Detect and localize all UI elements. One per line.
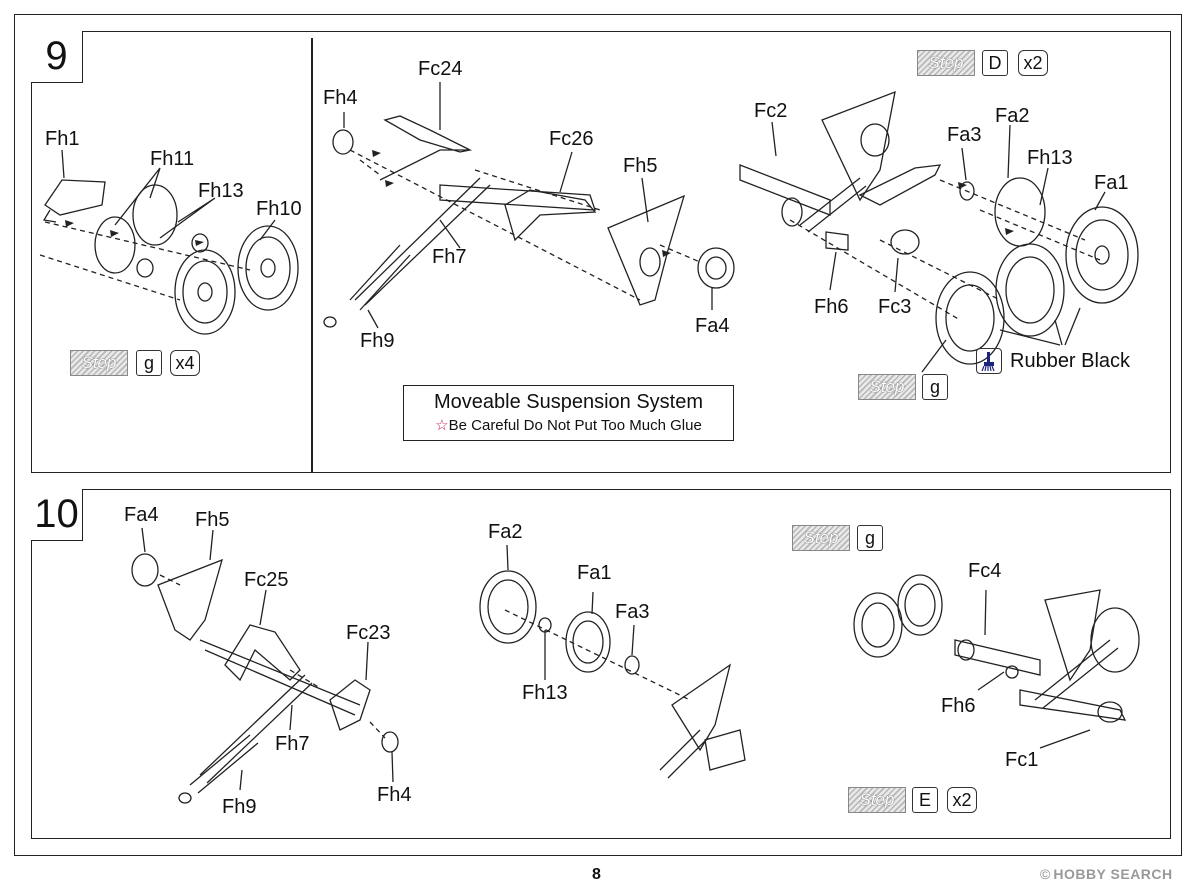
fa1-wheel-drawing	[565, 611, 611, 673]
fh7-rod-drawing	[199, 674, 313, 784]
label-fa3: Fa3	[947, 124, 982, 146]
label-fa1-10: Fa1	[577, 562, 612, 584]
label-fh10: Fh10	[256, 198, 302, 220]
step-9-right-top-step-mult: x2	[1018, 50, 1048, 76]
step-10-right-bottom-step-ref: E	[912, 787, 938, 813]
label-fh7-10: Fh7	[275, 733, 310, 755]
note-warning: Be Careful Do Not Put Too Much Glue	[448, 417, 702, 434]
label-fh13-right: Fh13	[1027, 147, 1073, 169]
wheel-drawing	[935, 271, 1005, 365]
fh1-bracket-drawing	[42, 179, 106, 223]
fh5-plate-drawing	[157, 558, 223, 641]
brush-icon-graphic	[981, 352, 995, 372]
step-9-number: 9	[31, 31, 83, 83]
fa2-disc-drawing	[479, 570, 537, 644]
label-fc24: Fc24	[418, 58, 463, 80]
paint-label: Rubber Black	[1010, 350, 1131, 372]
label-fh9: Fh9	[360, 330, 395, 352]
label-fa2-10: Fa2	[488, 521, 523, 543]
label-fh6-10: Fh6	[941, 695, 976, 717]
fc25-arm-drawing	[224, 624, 301, 682]
step-9-right-bottom-step-word: Step	[858, 374, 916, 400]
step-9-right-top-step-word: Step	[917, 50, 975, 76]
star-icon: ☆	[435, 417, 449, 434]
fa3-spacer-drawing	[624, 655, 640, 675]
fc26-arm-drawing	[504, 189, 597, 242]
step-10-right-top-step-ref: g	[857, 525, 883, 551]
copyright-icon: ©	[1040, 866, 1051, 882]
watermark-logo: © HOBBY SEARCH	[1040, 866, 1173, 882]
label-fc23: Fc23	[346, 622, 391, 644]
page-number: 8	[592, 866, 601, 883]
label-fh11: Fh11	[150, 148, 195, 170]
label-fc26: Fc26	[549, 128, 594, 150]
fh7-rod-drawing	[354, 177, 491, 306]
step-10-right-bottom-step-mult: x2	[947, 787, 977, 813]
label-fh9-10: Fh9	[222, 796, 257, 818]
fh10-wheel-drawing	[237, 225, 299, 311]
wheel-drawing	[995, 243, 1065, 337]
fc23-arm-drawing	[329, 679, 371, 731]
fh6-bracket-drawing	[1005, 665, 1019, 679]
wheel-drawing	[853, 592, 903, 658]
label-fh13-10: Fh13	[522, 682, 568, 704]
step-9-left-step-ref: g	[136, 350, 162, 376]
label-fc2: Fc2	[754, 100, 788, 122]
label-fc1: Fc1	[1005, 749, 1039, 771]
fc1-hub-drawing	[1097, 701, 1123, 723]
label-fh5: Fh5	[623, 155, 658, 177]
step-9-right-bottom-step-ref: g	[922, 374, 948, 400]
step-10-frame	[31, 489, 1171, 839]
label-fa2: Fa2	[995, 105, 1030, 127]
label-fh4-10: Fh4	[377, 784, 412, 806]
fh9-spring-drawing	[349, 244, 411, 311]
page-frame	[14, 14, 1182, 856]
fa4-roller-drawing	[131, 553, 159, 587]
step-9-left-step-word: Step	[70, 350, 128, 376]
label-fh13: Fh13	[198, 180, 244, 202]
fc3-hub-drawing	[890, 229, 920, 255]
step-10-number: 10	[31, 489, 83, 541]
note-title: Moveable Suspension System	[433, 391, 704, 413]
fh5-plate-drawing	[607, 194, 686, 306]
watermark-text: HOBBY SEARCH	[1053, 866, 1173, 882]
wheel-drawing	[897, 574, 943, 636]
step-9-right-top-step-ref: D	[982, 50, 1008, 76]
label-fa4: Fa4	[695, 315, 730, 337]
label-fh1: Fh1	[45, 128, 80, 150]
label-fh7: Fh7	[432, 246, 467, 268]
label-fa3-10: Fa3	[615, 601, 650, 623]
step-9-divider	[311, 38, 313, 472]
fa3-spacer-drawing	[959, 181, 975, 201]
wheel-drawing	[174, 249, 236, 335]
step-9-left-step-mult: x4	[170, 350, 200, 376]
step-10-right-bottom-step-word: Step	[848, 787, 906, 813]
note-warning-line: ☆Be Careful Do Not Put Too Much Glue	[404, 416, 733, 434]
label-fa4-10: Fa4	[124, 504, 159, 526]
bogie-drawing	[671, 663, 732, 752]
label-fh4: Fh4	[323, 87, 358, 109]
label-fc4: Fc4	[968, 560, 1002, 582]
label-fh5-10: Fh5	[195, 509, 230, 531]
fa4-roller-drawing	[697, 247, 735, 289]
label-fa1: Fa1	[1094, 172, 1129, 194]
step-10-right-top-step-word: Step	[792, 525, 850, 551]
fc4-arm-drawing	[954, 639, 1041, 676]
label-fc3: Fc3	[878, 296, 912, 318]
fh6-bracket-drawing	[825, 231, 849, 251]
label-fh6: Fh6	[814, 296, 849, 318]
fc24-arm-drawing	[379, 115, 472, 181]
fh4-hub-drawing	[381, 731, 399, 753]
moveable-suspension-note: Moveable Suspension System ☆Be Careful D…	[403, 385, 734, 441]
fa1-wheel-drawing	[1065, 206, 1139, 304]
label-fc25: Fc25	[244, 569, 289, 591]
frame-drawing	[821, 90, 896, 202]
paint-brush-icon	[976, 348, 1002, 374]
fh9-spring-drawing	[189, 734, 259, 794]
